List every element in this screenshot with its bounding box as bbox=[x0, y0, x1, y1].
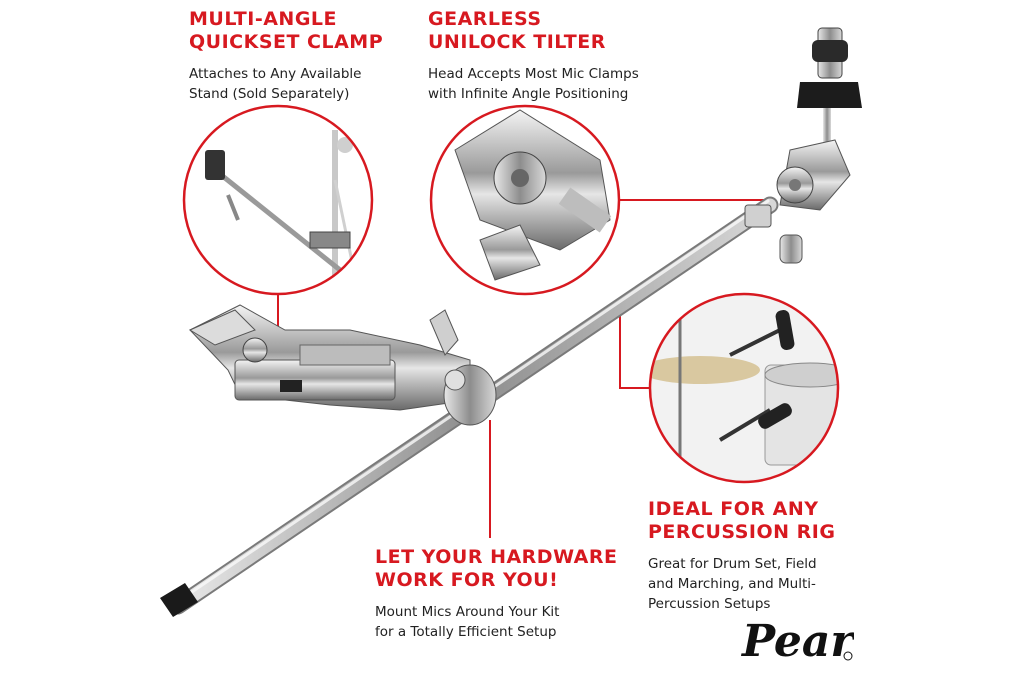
callout-body: Great for Drum Set, Field and Marching, … bbox=[648, 556, 817, 612]
callout-title: MULTI-ANGLE QUICKSET CLAMP bbox=[189, 8, 384, 53]
pearl-logo: Pearl bbox=[740, 616, 854, 667]
callout-hardware: LET YOUR HARDWARE WORK FOR YOU! Mount Mi… bbox=[375, 546, 635, 642]
detail-circle-clamp bbox=[182, 104, 374, 296]
connector-rig bbox=[619, 310, 650, 389]
quickset-clamp bbox=[188, 304, 497, 426]
callout-quickset-clamp: MULTI-ANGLE QUICKSET CLAMP Attaches to A… bbox=[189, 8, 409, 104]
callout-body: Attaches to Any Available Stand (Sold Se… bbox=[189, 66, 362, 102]
callout-body: Head Accepts Most Mic Clamps with Infini… bbox=[428, 66, 639, 102]
detail-circle-tilter bbox=[429, 104, 621, 296]
callout-body: Mount Mics Around Your Kit for a Totally… bbox=[375, 604, 560, 640]
callout-title: GEARLESS UNILOCK TILTER bbox=[428, 8, 606, 53]
callout-title: LET YOUR HARDWARE WORK FOR YOU! bbox=[375, 546, 618, 591]
callout-percussion-rig: IDEAL FOR ANY PERCUSSION RIG Great for D… bbox=[648, 498, 868, 614]
unilock-tilter bbox=[744, 27, 862, 264]
callout-title: IDEAL FOR ANY PERCUSSION RIG bbox=[648, 498, 836, 543]
detail-circle-rig bbox=[648, 292, 840, 484]
callout-unilock-tilter: GEARLESS UNILOCK TILTER Head Accepts Mos… bbox=[428, 8, 708, 104]
svg-text:Pearl: Pearl bbox=[740, 616, 854, 667]
